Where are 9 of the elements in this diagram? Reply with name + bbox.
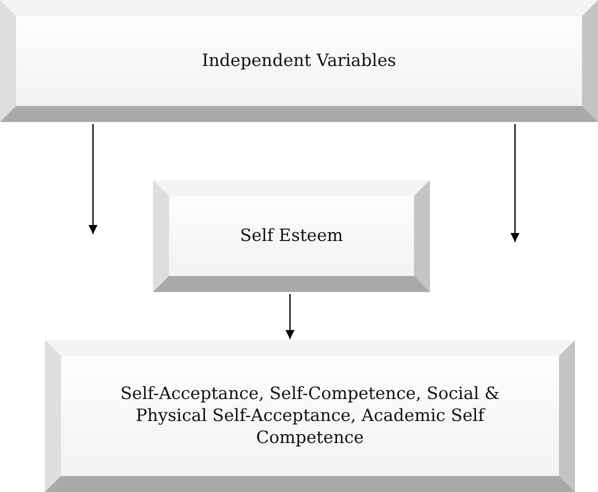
arrow <box>88 124 98 234</box>
box-label: Self Esteem <box>238 224 344 248</box>
arrow <box>510 124 520 242</box>
bevel-box <box>45 340 575 492</box>
bevel-box <box>153 180 430 292</box>
box-label: Independent Variables <box>200 50 398 72</box>
box-label: Self-Acceptance, Self-Competence, Social & Physical Self-Acceptance, Academic Self Competence <box>119 382 501 450</box>
arrow <box>286 294 294 339</box>
bevel-box <box>0 0 598 122</box>
